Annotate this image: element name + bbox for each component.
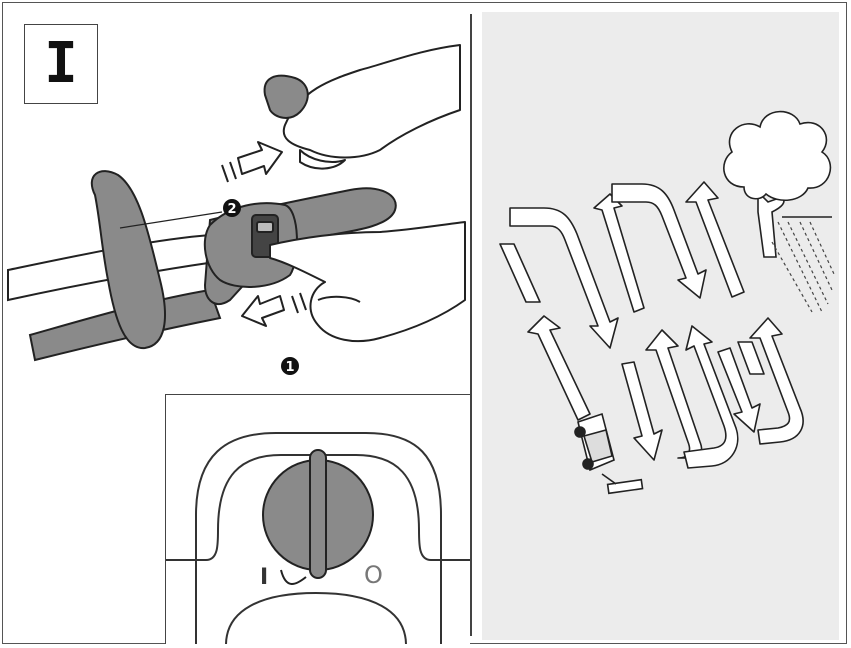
right-hand-icon (282, 44, 461, 170)
panel-divider (470, 14, 472, 636)
svg-text:1: 1 (285, 360, 294, 375)
mowing-pattern-panel (482, 12, 839, 640)
arrow-icon (621, 361, 663, 461)
switch-position-off: O (364, 561, 383, 589)
ignition-switch-icon (166, 432, 470, 644)
pressing-hand-icon (269, 221, 466, 343)
release-lever (263, 74, 309, 119)
arrow-icon (737, 341, 765, 375)
handle-illustration: 2 1 (7, 44, 466, 375)
arrow-icon (221, 141, 283, 183)
arrow-icon (749, 317, 804, 445)
svg-text:2: 2 (227, 202, 236, 217)
switch-position-on: I (260, 565, 269, 590)
arrow-icon (499, 243, 541, 303)
callout-leader (119, 211, 223, 229)
arrow-icon (683, 325, 739, 469)
arrow-icon (645, 329, 703, 459)
arrow-icon (509, 207, 619, 349)
switch-housing (203, 202, 298, 288)
callout-2: 2 (223, 199, 241, 217)
arrow-icon (717, 347, 761, 433)
step-label: I (44, 31, 78, 96)
left-grip (90, 170, 166, 350)
arrow-icon (611, 183, 707, 299)
switch-detail-inset: I O (165, 394, 470, 644)
arrow-icon (527, 315, 591, 421)
tree-icon (723, 110, 832, 258)
arrow-icon (241, 292, 307, 327)
slope-hatching-icon (771, 221, 835, 313)
mowing-pattern-diagram (499, 110, 835, 495)
step-label-box: I (24, 24, 98, 104)
callout-1: 1 (281, 357, 299, 375)
arrow-icon (685, 181, 745, 298)
tractor-mower-icon (574, 412, 644, 495)
arrow-icon (593, 193, 645, 313)
